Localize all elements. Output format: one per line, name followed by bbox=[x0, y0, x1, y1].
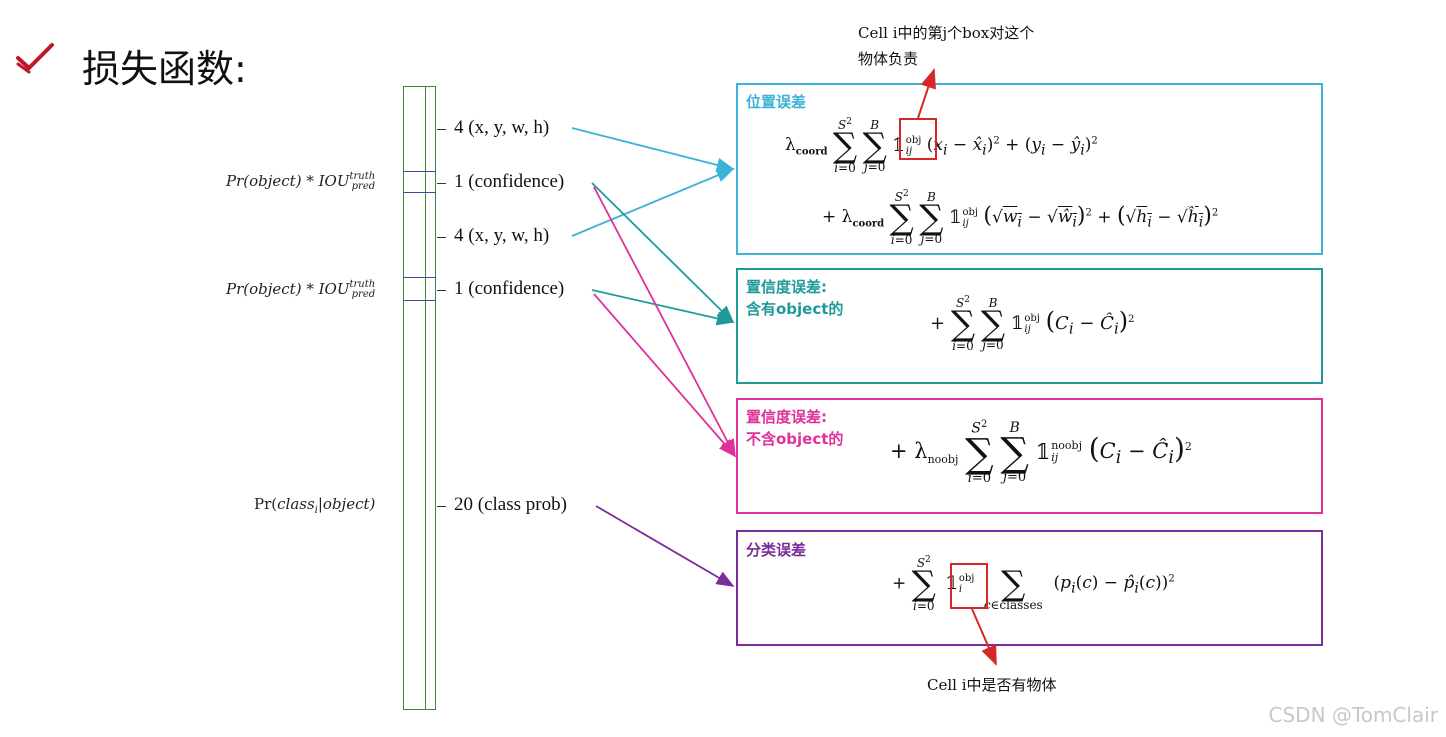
row-label-xywh-1: 4 (x, y, w, h) bbox=[454, 117, 550, 138]
tick-mark bbox=[437, 290, 446, 291]
tick-mark bbox=[437, 183, 446, 184]
arrow-conf2-to-noobj bbox=[593, 293, 737, 458]
check-icon bbox=[16, 43, 54, 74]
box-class-error bbox=[736, 530, 1323, 646]
tick-mark bbox=[437, 129, 446, 130]
row-label-confidence-1: 1 (confidence) bbox=[454, 171, 565, 192]
arrow-xywh1-to-position bbox=[571, 127, 735, 172]
arrow-conf1-to-obj bbox=[591, 182, 735, 324]
pr-class-label: Pr(classi|object) bbox=[254, 495, 376, 516]
arrow-xywh2-to-position bbox=[571, 168, 735, 237]
vector-divider bbox=[403, 277, 436, 278]
arrow-class-to-class-error bbox=[595, 505, 735, 587]
box-confidence-noobj bbox=[736, 398, 1323, 514]
row-label-confidence-2: 1 (confidence) bbox=[454, 278, 565, 299]
box-label-confidence-noobj-2: 不含object的 bbox=[746, 430, 844, 448]
box-label-position-error: 位置误差 bbox=[746, 93, 807, 111]
vector-divider bbox=[403, 171, 436, 172]
annotation-top-line2: 物体负责 bbox=[858, 50, 919, 68]
arrow-annotation-top bbox=[917, 68, 936, 119]
highlight-box-indicator-i bbox=[950, 563, 988, 609]
box-label-confidence-noobj-1: 置信度误差: bbox=[746, 408, 827, 426]
highlight-box-indicator-ij bbox=[899, 118, 937, 160]
box-confidence-obj bbox=[736, 268, 1323, 384]
box-label-class-error: 分类误差 bbox=[746, 541, 807, 559]
box-position-error bbox=[736, 83, 1323, 255]
row-label-class-prob: 20 (class prob) bbox=[454, 494, 567, 515]
box-label-confidence-obj-2: 含有object的 bbox=[746, 300, 844, 318]
vector-divider bbox=[403, 192, 436, 193]
page-title: 损失函数: bbox=[82, 47, 247, 91]
tick-mark bbox=[437, 506, 446, 507]
arrow-conf2-to-obj bbox=[591, 289, 735, 326]
annotation-top-line1: Cell i中的第j个box对这个 bbox=[858, 24, 1035, 42]
vector-divider bbox=[403, 300, 436, 301]
output-vector bbox=[403, 86, 436, 710]
arrow-conf1-to-noobj bbox=[593, 186, 736, 458]
box-label-confidence-obj-1: 置信度误差: bbox=[746, 278, 827, 296]
watermark: CSDN @TomClair bbox=[1268, 703, 1438, 727]
tick-mark bbox=[437, 237, 446, 238]
row-label-xywh-2: 4 (x, y, w, h) bbox=[454, 225, 550, 246]
annotation-bottom: Cell i中是否有物体 bbox=[927, 676, 1057, 694]
output-vector-inner-line bbox=[425, 86, 426, 710]
arrow-annotation-bottom bbox=[971, 608, 997, 666]
